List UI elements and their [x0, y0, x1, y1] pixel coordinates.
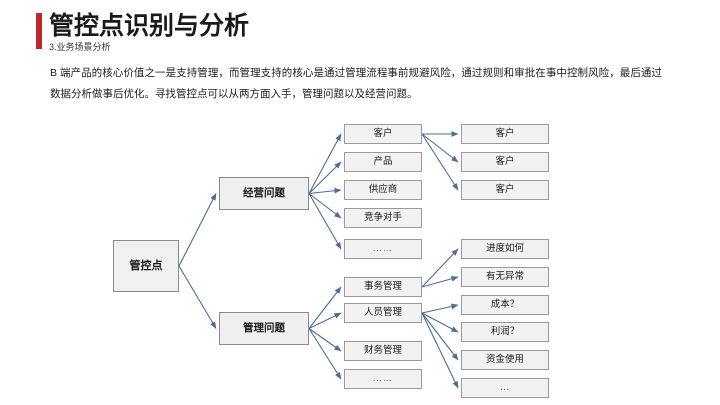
connector: [421, 312, 459, 333]
body-paragraph: B 端产品的核心价值之一是支持管理，而管理支持的核心是通过管理流程事前规避风险，…: [50, 67, 662, 100]
page-subtitle: 3.业务场景分析: [49, 42, 111, 52]
connector: [421, 312, 459, 361]
connector: [421, 312, 459, 389]
node-col3-5[interactable]: 成本？: [461, 295, 549, 315]
node-col3-0[interactable]: 客户: [461, 124, 549, 144]
node-col3-3[interactable]: 进度如何: [461, 239, 549, 259]
node-label: 事务管理: [363, 281, 402, 293]
node-label: 管控点: [129, 259, 163, 272]
node-col2-6[interactable]: 人员管理: [344, 303, 422, 323]
node-label: 供应商: [368, 184, 398, 196]
node-label: 利润？: [490, 326, 520, 338]
connector: [308, 312, 342, 329]
node-label: 客户: [495, 156, 515, 168]
node-label: 进度如何: [485, 243, 524, 255]
node-label: 有无异常: [485, 271, 524, 283]
connector: [308, 193, 342, 250]
node-col2-4[interactable]: ……: [344, 239, 422, 259]
node-col3-7[interactable]: 资金使用: [461, 350, 549, 370]
connector: [178, 265, 217, 329]
node-col2-5[interactable]: 事务管理: [344, 277, 422, 297]
node-label: …: [499, 382, 511, 394]
connector: [421, 276, 459, 288]
connector: [308, 161, 342, 194]
connector: [308, 187, 342, 195]
node-label: 产品: [373, 156, 393, 168]
node-label: 客户: [495, 128, 515, 140]
node-col3-1[interactable]: 客户: [461, 152, 549, 172]
node-label: 成本？: [490, 299, 520, 311]
page-title: 管控点识别与分析: [49, 12, 250, 40]
node-label: ……: [372, 243, 394, 255]
node-label: 竞争对手: [363, 212, 402, 224]
node-col2-1[interactable]: 产品: [344, 152, 422, 172]
connector: [178, 193, 217, 267]
node-branch-0[interactable]: 经营问题: [219, 177, 309, 210]
connector: [308, 193, 342, 219]
node-col3-6[interactable]: 利润？: [461, 322, 549, 342]
slide-header: 管控点识别与分析 3.业务场景分析: [36, 13, 249, 53]
node-col3-8[interactable]: …: [461, 378, 549, 398]
connector: [308, 328, 342, 380]
node-label: 经营问题: [243, 187, 285, 200]
node-label: ……: [372, 373, 394, 385]
connector: [308, 286, 342, 329]
title-accent-bar: [36, 13, 42, 49]
node-root[interactable]: 管控点: [113, 240, 179, 292]
connector: [421, 248, 459, 288]
node-col2-3[interactable]: 竞争对手: [344, 208, 422, 228]
node-col2-8[interactable]: ……: [344, 369, 422, 389]
node-label: 资金使用: [485, 354, 524, 366]
node-col3-2[interactable]: 客户: [461, 180, 549, 200]
connector: [421, 303, 459, 314]
node-label: 人员管理: [363, 307, 402, 319]
node-col2-0[interactable]: 客户: [344, 124, 422, 144]
node-label: 客户: [373, 128, 393, 140]
node-label: 管理问题: [243, 322, 285, 335]
node-col2-2[interactable]: 供应商: [344, 180, 422, 200]
connector: [421, 133, 459, 163]
connector: [308, 133, 342, 194]
node-label: 客户: [495, 184, 515, 196]
node-branch-1[interactable]: 管理问题: [219, 312, 309, 345]
node-col2-7[interactable]: 财务管理: [344, 341, 422, 361]
connector: [421, 133, 459, 191]
node-label: 财务管理: [363, 345, 402, 357]
node-col3-4[interactable]: 有无异常: [461, 267, 549, 287]
connector: [308, 328, 342, 352]
